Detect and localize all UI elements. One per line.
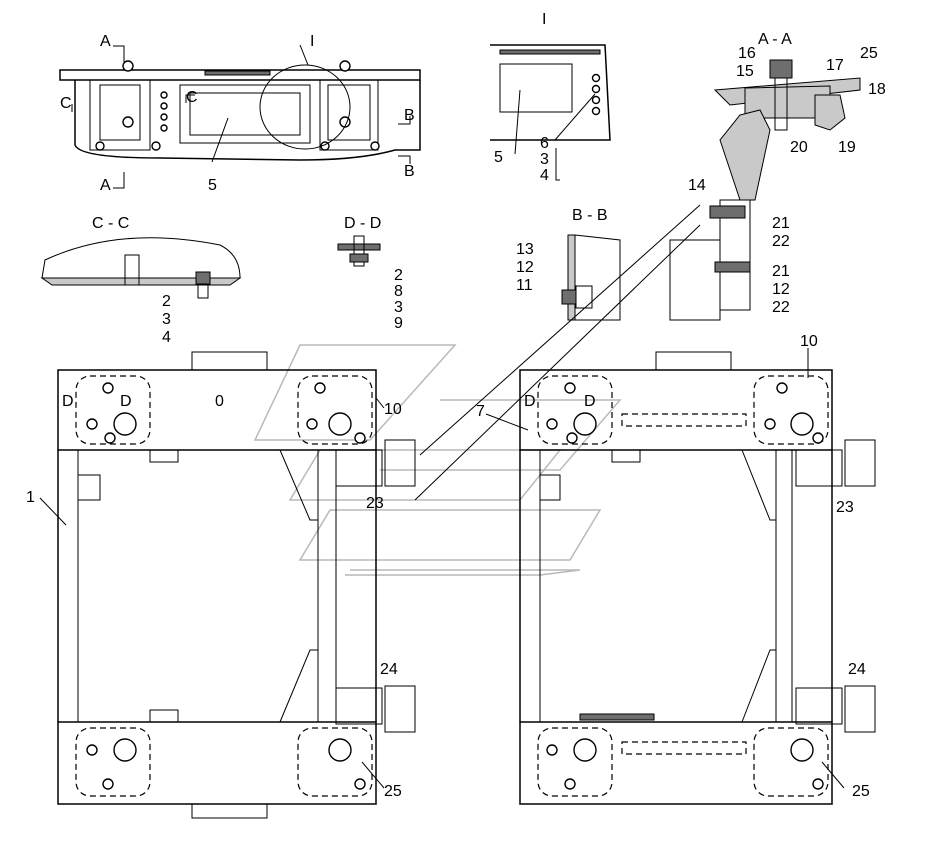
cut-mark-d-1: D bbox=[62, 393, 74, 410]
top-view bbox=[59, 44, 421, 189]
label-25-aa: 25 bbox=[860, 45, 878, 62]
label-5-top-view: 5 bbox=[208, 177, 217, 194]
section-aa-view bbox=[669, 59, 861, 321]
label-5-detail: 5 bbox=[494, 149, 503, 166]
label-10-left: 10 bbox=[384, 401, 402, 418]
section-title-aa: A - A bbox=[758, 31, 792, 48]
label-6-detail: 6 bbox=[540, 135, 549, 152]
section-cc-view bbox=[40, 237, 242, 299]
label-3-detail: 3 bbox=[540, 151, 549, 168]
cut-mark-d-4: D bbox=[584, 393, 596, 410]
label-2-dd: 2 bbox=[394, 267, 403, 284]
label-7: 7 bbox=[476, 403, 485, 420]
label-12-aa: 12 bbox=[772, 281, 790, 298]
left-frame-view bbox=[39, 351, 416, 819]
label-22-lower: 22 bbox=[772, 299, 790, 316]
label-24-left: 24 bbox=[380, 661, 398, 678]
label-10-right: 10 bbox=[800, 333, 818, 350]
label-13: 13 bbox=[516, 241, 534, 258]
label-23-left: 23 bbox=[366, 495, 384, 512]
section-bb-view bbox=[561, 234, 621, 321]
label-1: 1 bbox=[26, 489, 35, 506]
section-title-bb: B - B bbox=[572, 207, 608, 224]
cut-mark-b-top: B bbox=[404, 107, 415, 124]
label-19: 19 bbox=[838, 139, 856, 156]
label-2-cc: 2 bbox=[162, 293, 171, 310]
detail-ref-label: I bbox=[310, 33, 314, 50]
cut-mark-d-2: D bbox=[120, 393, 132, 410]
cut-mark-b-bottom: B bbox=[404, 163, 415, 180]
cut-mark-d-3: D bbox=[524, 393, 536, 410]
section-dd-view bbox=[337, 235, 381, 267]
cut-mark-c-right: C bbox=[186, 89, 198, 106]
label-9-dd: 9 bbox=[394, 315, 403, 332]
label-24-right: 24 bbox=[848, 661, 866, 678]
section-title-dd: D - D bbox=[344, 215, 381, 232]
label-21-lower: 21 bbox=[772, 263, 790, 280]
zero-marker-left: 0 bbox=[215, 393, 224, 410]
label-16: 16 bbox=[738, 45, 756, 62]
label-4-detail: 4 bbox=[540, 167, 549, 184]
cut-mark-c-left: C bbox=[60, 95, 72, 112]
cut-mark-a-bottom: A bbox=[100, 177, 111, 194]
label-17: 17 bbox=[826, 57, 844, 74]
label-23-right: 23 bbox=[836, 499, 854, 516]
section-title-cc: C - C bbox=[92, 215, 129, 232]
label-25-left: 25 bbox=[384, 783, 402, 800]
label-25-right: 25 bbox=[852, 783, 870, 800]
label-18: 18 bbox=[868, 81, 886, 98]
detail-i-view bbox=[490, 44, 611, 181]
label-21-upper: 21 bbox=[772, 215, 790, 232]
label-15: 15 bbox=[736, 63, 754, 80]
cut-mark-a-top: A bbox=[100, 33, 111, 50]
label-11: 11 bbox=[516, 277, 533, 294]
label-3-dd: 3 bbox=[394, 299, 403, 316]
label-22-upper: 22 bbox=[772, 233, 790, 250]
projection-lines bbox=[414, 204, 701, 501]
right-frame-view bbox=[485, 348, 876, 805]
label-14: 14 bbox=[688, 177, 706, 194]
section-title-detail: I bbox=[542, 11, 546, 28]
label-12-bb: 12 bbox=[516, 259, 534, 276]
watermark-logo bbox=[253, 344, 622, 576]
label-4-cc: 4 bbox=[162, 329, 171, 346]
label-3-cc: 3 bbox=[162, 311, 171, 328]
label-20: 20 bbox=[790, 139, 808, 156]
label-8-dd: 8 bbox=[394, 283, 403, 300]
